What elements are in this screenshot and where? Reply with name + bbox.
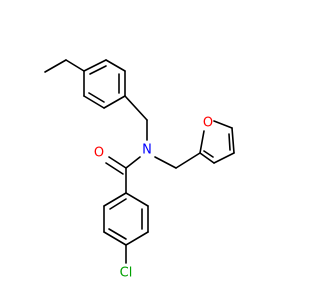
bonds: [44, 59, 235, 264]
bond-ring2-d: [103, 231, 127, 246]
bond-ring2-inner-b: [108, 228, 127, 240]
bond-ring1-b: [105, 59, 126, 72]
bond-ring1-d: [103, 95, 126, 109]
bond-ring1-a: [83, 59, 107, 72]
bond-ring1-inner-c: [88, 92, 105, 103]
molecule-drawing: O N O Cl: [44, 59, 235, 281]
bond-furan-c: [231, 127, 235, 154]
structure-canvas: O N O Cl: [44, 59, 235, 281]
bond-benzyl-ch2: [124, 95, 148, 121]
nitrogen-label: N: [142, 143, 152, 158]
bond-ring2-c: [125, 231, 149, 246]
bond-ring2-a: [125, 192, 149, 207]
bond-ring1-inner-a: [89, 65, 107, 75]
bond-carbonyl-double-a: [108, 156, 127, 169]
bond-ring2-f: [103, 192, 127, 207]
bond-ethyl-ch3: [44, 59, 67, 73]
bond-carbonyl-double-b: [105, 162, 124, 175]
bond-n-ch2-furan: [154, 156, 177, 169]
bond-furan-inner-b: [203, 150, 214, 158]
bond-ch2-furan: [175, 152, 201, 169]
furan-oxygen-label: O: [203, 116, 213, 131]
carbonyl-oxygen-label: O: [94, 146, 104, 161]
bond-ring2-inner-c: [109, 198, 127, 210]
bond-furan-d: [213, 152, 235, 164]
bond-n-carbonyl: [125, 156, 141, 169]
bond-furan-a: [199, 130, 205, 154]
bond-ring1-e: [83, 95, 105, 109]
atom-labels: O N O Cl: [94, 116, 213, 281]
bond-furan-b: [213, 120, 233, 129]
bond-ethyl-ch2: [65, 59, 85, 72]
bond-furan-e: [199, 152, 215, 164]
chlorine-label: Cl: [120, 266, 133, 281]
bond-furan-inner-a: [228, 133, 231, 151]
